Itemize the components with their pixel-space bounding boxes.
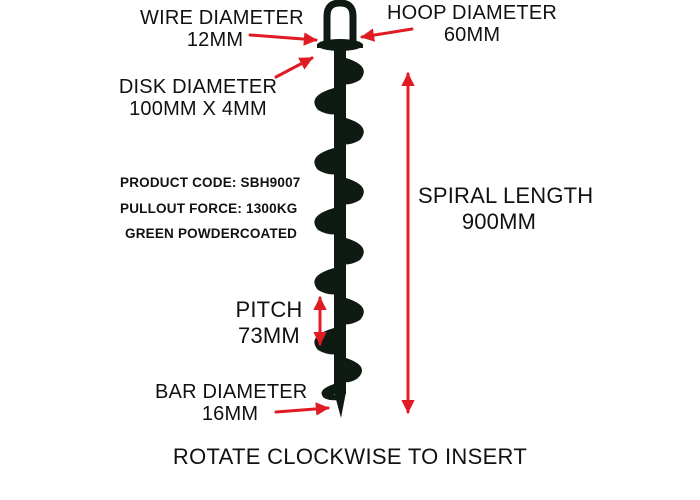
bar-diameter-arrow <box>274 402 330 416</box>
spiral-length-value: 900MM <box>461 209 537 234</box>
indicator-arrows <box>248 27 415 416</box>
wire-diameter-arrow <box>248 32 318 46</box>
ground-anchor-product <box>314 0 364 418</box>
insertion-instruction: ROTATE CLOCKWISE TO INSERT <box>172 444 528 469</box>
spiral-flights <box>314 58 364 401</box>
disk-diameter-title: DISK DIAMETER <box>118 76 278 98</box>
pitch-value: 73MM <box>238 323 300 348</box>
disk-diameter-value: 100MM X 4MM <box>129 98 267 120</box>
product-code-text: PRODUCT CODE: SBH9007 <box>120 175 301 190</box>
tip <box>334 392 346 418</box>
hoop-diameter-title: HOOP DIAMETER <box>386 2 558 24</box>
bar-diameter-title: BAR DIAMETER <box>155 381 308 403</box>
bar-diameter-value: 16MM <box>201 403 259 425</box>
wire-diameter-label: WIRE DIAMETER 12MM <box>140 7 304 51</box>
spiral-length-title: SPIRAL LENGTH <box>418 183 594 208</box>
hoop-diameter-value: 60MM <box>443 24 501 46</box>
pullout-force-text: PULLOUT FORCE: 1300KG <box>120 201 298 216</box>
disk-diameter-label: DISK DIAMETER 100MM X 4MM <box>108 76 288 120</box>
disk-diameter-arrow <box>274 56 314 79</box>
wire-diameter-value: 12MM <box>186 29 244 51</box>
spiral-length-label: SPIRAL LENGTH 900MM <box>418 183 594 235</box>
central-bar <box>334 48 346 394</box>
hoop <box>323 0 357 48</box>
coating-text: GREEN POWDERCOATED <box>125 226 298 241</box>
hoop-diameter-arrow <box>360 27 414 42</box>
wire-diameter-title: WIRE DIAMETER <box>140 7 304 29</box>
pitch-title: PITCH <box>235 297 303 322</box>
bar-diameter-label: BAR DIAMETER 16MM <box>155 381 308 425</box>
pitch-label: PITCH 73MM <box>228 297 310 349</box>
hoop-diameter-label: HOOP DIAMETER 60MM <box>382 2 562 46</box>
disk-edge <box>317 44 363 48</box>
